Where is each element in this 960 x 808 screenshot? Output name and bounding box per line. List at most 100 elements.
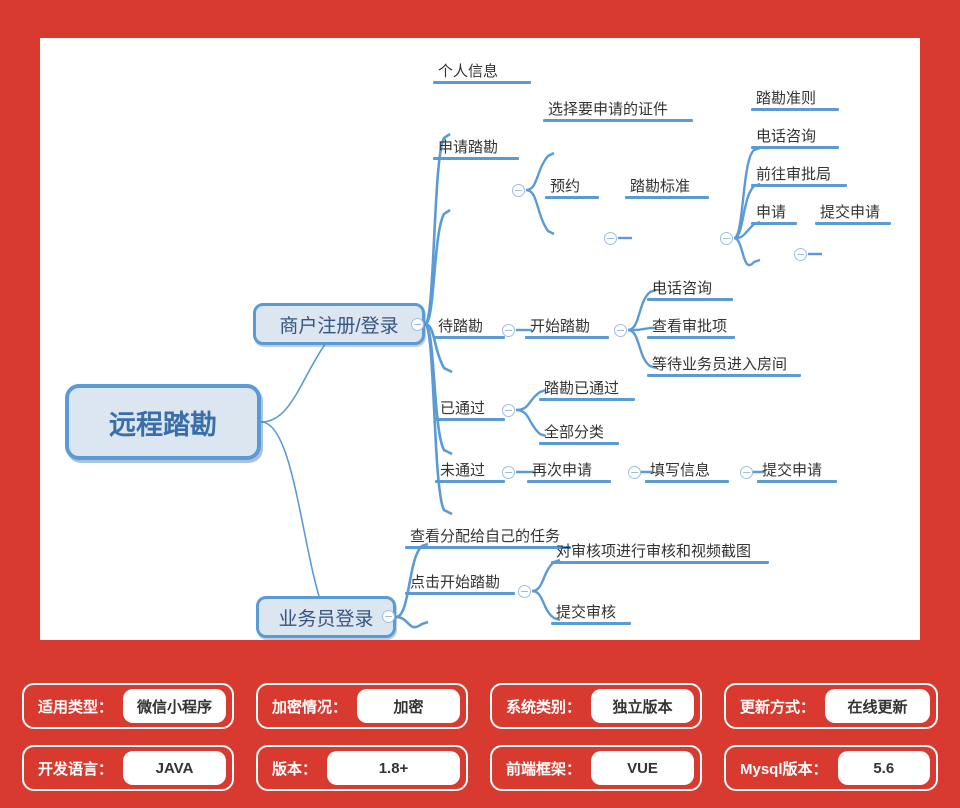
spec-card-value: 加密 — [357, 689, 460, 723]
topic-click-start-survey[interactable]: 点击开始踏勘 — [405, 574, 515, 595]
topic-review-and-capture[interactable]: 对审核项进行审核和视频截图 — [551, 543, 769, 564]
topic-apply-survey[interactable]: 申请踏勘 — [433, 139, 519, 160]
topic-select-certificate[interactable]: 选择要申请的证件 — [543, 101, 693, 122]
branch-node-agent[interactable]: 业务员登录 — [256, 596, 396, 638]
topic-label: 再次申请 — [532, 462, 593, 479]
topic-personal-info[interactable]: 个人信息 — [433, 63, 531, 84]
topic-phone-consult-2[interactable]: 电话咨询 — [647, 280, 733, 301]
collapse-toggle-start-survey[interactable] — [614, 324, 627, 337]
topic-label: 提交申请 — [762, 462, 823, 479]
spec-card-dev-language: 开发语言： JAVA — [22, 745, 234, 791]
topic-label: 查看分配给自己的任务 — [410, 528, 561, 545]
root-node[interactable]: 远程踏勘 — [65, 384, 261, 460]
spec-card-value: 在线更新 — [825, 689, 930, 723]
topic-label: 全部分类 — [544, 424, 605, 441]
collapse-toggle-reapply[interactable] — [628, 466, 641, 479]
topic-label: 电话咨询 — [756, 128, 817, 145]
collapse-toggle-pending-survey[interactable] — [502, 324, 515, 337]
collapse-toggle-application[interactable] — [794, 248, 807, 261]
spec-card-label: 适用类型： — [38, 698, 114, 716]
topic-underline — [647, 374, 801, 377]
collapse-toggle-click-start-survey[interactable] — [518, 585, 531, 598]
mindmap-connectors — [260, 132, 822, 629]
spec-card-value: 1.8+ — [327, 751, 460, 785]
topic-start-survey[interactable]: 开始踏勘 — [525, 318, 609, 339]
collapse-toggle-merchant[interactable] — [411, 318, 424, 331]
topic-underline — [539, 442, 619, 445]
topic-underline — [551, 561, 769, 564]
topic-label: 点击开始踏勘 — [410, 574, 501, 591]
topic-survey-rules[interactable]: 踏勘准则 — [751, 90, 839, 111]
topic-underline — [645, 480, 729, 483]
topic-view-approval-items[interactable]: 查看审批项 — [647, 318, 735, 339]
topic-all-categories[interactable]: 全部分类 — [539, 424, 619, 445]
topic-label: 个人信息 — [438, 63, 499, 80]
spec-card-label: Mysql版本： — [740, 760, 828, 778]
spec-card-version: 版本： 1.8+ — [256, 745, 468, 791]
topic-underline — [757, 480, 837, 483]
topic-reapply[interactable]: 再次申请 — [527, 462, 611, 483]
spec-card-value: VUE — [591, 751, 694, 785]
spec-card-value: 微信小程序 — [123, 689, 226, 723]
topic-label: 已通过 — [440, 400, 486, 417]
topic-underline — [539, 398, 635, 401]
topic-label: 踏勘已通过 — [544, 380, 620, 397]
collapse-toggle-approved[interactable] — [502, 404, 515, 417]
topic-view-assigned-tasks[interactable]: 查看分配给自己的任务 — [405, 528, 571, 549]
topic-label: 选择要申请的证件 — [548, 101, 669, 118]
topic-rejected[interactable]: 未通过 — [435, 462, 505, 483]
topic-label: 预约 — [550, 178, 581, 195]
topic-label: 踏勘标准 — [630, 178, 691, 195]
topic-label: 开始踏勘 — [530, 318, 591, 335]
topic-appointment[interactable]: 预约 — [545, 178, 599, 199]
topic-submit-application-1[interactable]: 提交申请 — [815, 204, 891, 225]
topic-survey-approved[interactable]: 踏勘已通过 — [539, 380, 635, 401]
branch-node-merchant-label: 商户注册/登录 — [279, 315, 399, 337]
topic-label: 踏勘准则 — [756, 90, 817, 107]
topic-underline — [647, 298, 733, 301]
topic-pending-survey[interactable]: 待踏勘 — [433, 318, 505, 339]
topic-wait-agent-enter-room[interactable]: 等待业务员进入房间 — [647, 356, 801, 377]
topic-underline — [815, 222, 891, 225]
topic-label: 提交申请 — [820, 204, 881, 221]
topic-submit-application-2[interactable]: 提交申请 — [757, 462, 837, 483]
topic-label: 填写信息 — [650, 462, 711, 479]
spec-card-label: 版本： — [272, 760, 318, 778]
collapse-toggle-survey-standard[interactable] — [720, 232, 733, 245]
topic-underline — [527, 480, 611, 483]
topic-fill-info[interactable]: 填写信息 — [645, 462, 729, 483]
spec-card-list: 适用类型： 微信小程序 加密情况： 加密 系统类别： 独立版本 更新方式： 在线… — [0, 672, 960, 808]
spec-card-value: 独立版本 — [591, 689, 694, 723]
topic-survey-standard[interactable]: 踏勘标准 — [625, 178, 709, 199]
topic-approved[interactable]: 已通过 — [435, 400, 505, 421]
branch-node-merchant[interactable]: 商户注册/登录 — [253, 303, 425, 345]
topic-application[interactable]: 申请 — [751, 204, 797, 225]
mindmap-canvas: 远程踏勘 商户注册/登录 业务员登录 个人信息 申请踏勘 选择要申请的证件 预约 — [40, 38, 920, 640]
topic-label: 申请 — [756, 204, 787, 221]
topic-underline — [525, 336, 609, 339]
topic-underline — [751, 222, 797, 225]
topic-label: 对审核项进行审核和视频截图 — [556, 543, 752, 560]
collapse-toggle-apply-survey[interactable] — [512, 184, 525, 197]
spec-card-label: 更新方式： — [740, 698, 816, 716]
topic-underline — [751, 184, 847, 187]
topic-underline — [751, 146, 839, 149]
spec-card-label: 加密情况： — [272, 698, 348, 716]
spec-card-mysql-version: Mysql版本： 5.6 — [724, 745, 938, 791]
collapse-toggle-agent[interactable] — [382, 610, 395, 623]
spec-card-frontend-framework: 前端框架： VUE — [490, 745, 702, 791]
topic-submit-review[interactable]: 提交审核 — [551, 604, 631, 625]
topic-underline — [751, 108, 839, 111]
topic-go-to-bureau[interactable]: 前往审批局 — [751, 166, 847, 187]
collapse-toggle-rejected[interactable] — [502, 466, 515, 479]
topic-label: 申请踏勘 — [438, 139, 499, 156]
topic-label: 电话咨询 — [652, 280, 713, 297]
topic-underline — [543, 119, 693, 122]
topic-phone-consult-1[interactable]: 电话咨询 — [751, 128, 839, 149]
collapse-toggle-appointment[interactable] — [604, 232, 617, 245]
topic-label: 查看审批项 — [652, 318, 728, 335]
topic-underline — [435, 480, 505, 483]
topic-underline — [433, 81, 531, 84]
collapse-toggle-fill-info[interactable] — [740, 466, 753, 479]
